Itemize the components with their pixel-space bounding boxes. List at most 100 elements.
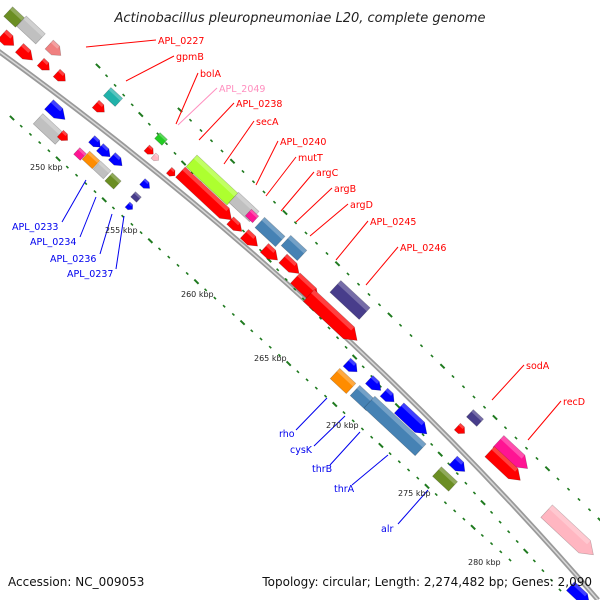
tick-mark bbox=[398, 323, 403, 327]
gene-label-apl-0245[interactable]: APL_0245 bbox=[370, 217, 416, 228]
gene-arrow-shape bbox=[52, 68, 66, 82]
gene-label-apl-0246[interactable]: APL_0246 bbox=[400, 243, 446, 254]
gene-arrow-shape bbox=[16, 15, 46, 45]
gene-arrow-shape bbox=[453, 422, 465, 434]
tick-mark bbox=[323, 394, 328, 398]
tick-mark bbox=[176, 263, 180, 267]
tick-mark bbox=[489, 542, 494, 546]
gene-label-apl-0237[interactable]: APL_0237 bbox=[67, 269, 113, 280]
gene-feature bbox=[244, 208, 260, 224]
gene-label-bola[interactable]: bolA bbox=[200, 69, 221, 80]
tick-mark bbox=[147, 237, 154, 244]
tick-mark bbox=[318, 316, 323, 320]
gene-arrow-shape bbox=[492, 435, 529, 469]
gene-arrow-shape bbox=[44, 39, 62, 56]
gene-label-mutt[interactable]: mutT bbox=[298, 153, 323, 164]
gene-label-soda[interactable]: sodA bbox=[526, 361, 550, 372]
gene-arrow-shape bbox=[565, 581, 590, 600]
tick-mark bbox=[388, 451, 392, 456]
gene-arrow-shape bbox=[96, 143, 111, 158]
gene-arrow-shape bbox=[329, 280, 371, 320]
tick-mark bbox=[231, 312, 235, 317]
gene-label-argc[interactable]: argC bbox=[316, 168, 339, 179]
tick-mark bbox=[522, 548, 529, 554]
gene-label-cysk[interactable]: cysK bbox=[290, 445, 313, 456]
gene-label-seca[interactable]: secA bbox=[256, 117, 279, 128]
gene-arrow-shape bbox=[175, 166, 232, 221]
tick-mark bbox=[259, 337, 263, 341]
tick-mark bbox=[229, 158, 236, 165]
gene-arrow-shine bbox=[113, 152, 121, 161]
gene-label-rho[interactable]: rho bbox=[279, 429, 295, 440]
gene-arrow-shine bbox=[261, 217, 286, 240]
gene-arrow-shape bbox=[73, 147, 87, 161]
tick-mark bbox=[213, 296, 217, 300]
tick-mark bbox=[251, 180, 256, 184]
tick-mark bbox=[204, 288, 208, 292]
tick-mark bbox=[282, 209, 288, 216]
tick-mark bbox=[74, 173, 79, 177]
tick-mark bbox=[514, 436, 518, 440]
gene-arrow-shine bbox=[471, 409, 484, 422]
gene-arrow-shine bbox=[147, 145, 154, 151]
leader-line bbox=[309, 203, 349, 237]
gene-feature bbox=[130, 191, 142, 203]
gene-label-apl-0227[interactable]: APL_0227 bbox=[158, 36, 204, 47]
tick-mark bbox=[101, 197, 108, 203]
gene-label-apl-0240[interactable]: APL_0240 bbox=[280, 137, 326, 148]
gene-arrow-shine bbox=[98, 161, 111, 174]
gene-label-apl-0238[interactable]: APL_0238 bbox=[236, 99, 282, 110]
gene-feature bbox=[540, 504, 594, 556]
gene-label-apl-2049[interactable]: APL_2049 bbox=[219, 84, 265, 95]
tick-mark bbox=[272, 200, 277, 204]
gene-label-thra[interactable]: thrA bbox=[334, 484, 355, 495]
scale-label-260: 260 kbp bbox=[181, 290, 214, 299]
tick-mark bbox=[222, 304, 226, 308]
tick-mark bbox=[284, 277, 288, 282]
gene-arrow-shine bbox=[182, 167, 230, 212]
accession-text: Accession: NC_009053 bbox=[8, 575, 144, 589]
tick-mark bbox=[277, 353, 282, 357]
gene-label-recd[interactable]: recD bbox=[563, 397, 585, 408]
tick-mark bbox=[199, 128, 203, 133]
tick-mark bbox=[250, 329, 254, 333]
gene-label-argb[interactable]: argB bbox=[334, 184, 356, 195]
tick-mark bbox=[241, 169, 245, 174]
gene-arrow-shine bbox=[3, 29, 14, 39]
leader-line bbox=[79, 196, 97, 238]
tick-mark bbox=[549, 578, 554, 582]
gene-feature bbox=[104, 172, 122, 190]
gene-arrow-shape bbox=[102, 87, 124, 107]
gene-feature bbox=[36, 57, 50, 71]
gene-label-thrb[interactable]: thrB bbox=[312, 464, 332, 475]
tick-mark bbox=[387, 312, 393, 318]
tick-mark bbox=[28, 132, 33, 136]
gene-arrow-shape bbox=[363, 395, 427, 457]
tick-mark bbox=[492, 414, 498, 421]
gene-feature bbox=[453, 422, 465, 434]
tick-mark bbox=[472, 395, 476, 399]
gene-arrow-shape bbox=[143, 144, 154, 155]
gene-label-argd[interactable]: argD bbox=[350, 200, 373, 211]
gene-feature bbox=[364, 375, 382, 391]
gene-label-gpmb[interactable]: gpmB bbox=[176, 52, 204, 63]
tick-mark bbox=[480, 533, 484, 538]
gene-label-alr[interactable]: alr bbox=[381, 524, 393, 535]
tick-mark bbox=[351, 419, 355, 423]
gene-arrow-shape bbox=[302, 289, 358, 341]
gene-label-apl-0233[interactable]: APL_0233 bbox=[12, 222, 58, 233]
gene-arrow-shape bbox=[14, 43, 33, 61]
gene-arrow-shine bbox=[23, 16, 46, 37]
tick-mark bbox=[139, 230, 143, 235]
tick-mark bbox=[535, 456, 539, 461]
tick-mark bbox=[461, 385, 466, 389]
gene-label-apl-0236[interactable]: APL_0236 bbox=[50, 254, 96, 265]
leader-line bbox=[397, 489, 429, 525]
tick-mark bbox=[130, 222, 134, 227]
leader-line bbox=[175, 72, 199, 125]
tick-mark bbox=[361, 365, 365, 369]
gene-label-apl-0234[interactable]: APL_0234 bbox=[30, 237, 76, 248]
leader-line bbox=[335, 220, 369, 261]
tick-mark bbox=[334, 260, 341, 267]
gene-arrow-shape bbox=[44, 99, 66, 120]
